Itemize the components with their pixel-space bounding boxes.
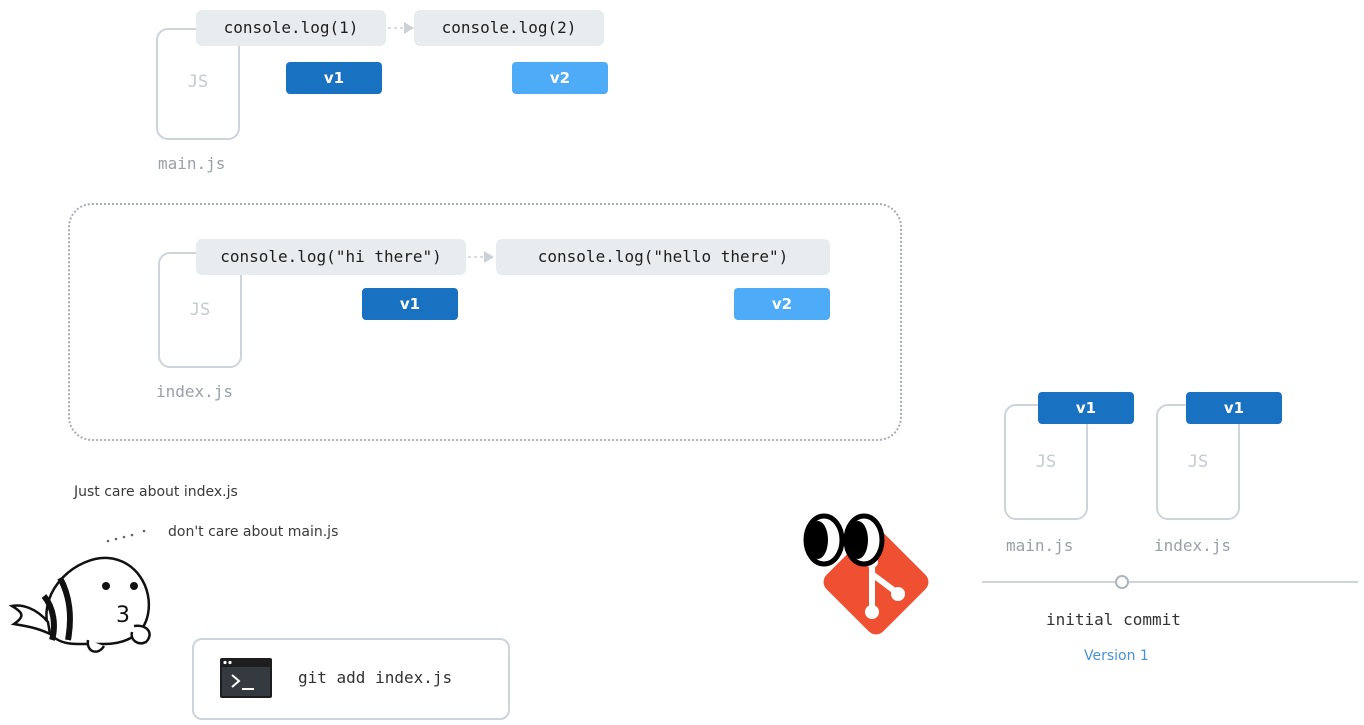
main-js-code-v1: console.log(1) (196, 10, 386, 46)
index-js-file-icon: JS (158, 252, 242, 368)
commit-title: initial commit (1046, 610, 1181, 629)
terminal-command-box[interactable]: git add index.js (192, 638, 510, 720)
arrow-main-v1-v2 (388, 22, 414, 34)
seal-mascot-icon: 3 (8, 556, 151, 653)
file-type-label: JS (1187, 452, 1209, 472)
main-js-filename: main.js (158, 154, 226, 173)
terminal-icon (220, 658, 272, 698)
file-type-label: JS (189, 300, 211, 320)
note-care-index: Just care about index.js (74, 484, 238, 500)
arrow-index-v1-v2 (468, 251, 494, 263)
svg-text:3: 3 (116, 603, 130, 628)
file-type-label: JS (1035, 452, 1057, 472)
commit-index-js-tag: v1 (1186, 392, 1282, 424)
main-js-code-v2: console.log(2) (414, 10, 604, 46)
commit-index-js-filename: index.js (1154, 536, 1232, 555)
main-js-tag-v2: v2 (512, 62, 608, 94)
main-js-file-icon: JS (156, 28, 240, 140)
index-js-focus-box (68, 203, 902, 441)
commit-version: Version 1 (1084, 648, 1149, 664)
index-js-filename: index.js (156, 382, 234, 401)
index-js-code-v1: console.log("hi there") (196, 239, 466, 275)
note-dont-care-main: don't care about main.js (168, 524, 339, 540)
eyes-icon (803, 513, 885, 567)
main-js-tag-v1: v1 (286, 62, 382, 94)
commit-main-js-tag: v1 (1038, 392, 1134, 424)
commit-main-js-filename: main.js (1006, 536, 1074, 555)
index-js-code-v2: console.log("hello there") (496, 239, 830, 275)
thought-dots (106, 529, 146, 543)
file-type-label: JS (187, 72, 209, 92)
index-js-tag-v2: v2 (734, 288, 830, 320)
index-js-tag-v1: v1 (362, 288, 458, 320)
commit-timeline (982, 575, 1358, 589)
terminal-command-text: git add index.js (298, 668, 453, 687)
